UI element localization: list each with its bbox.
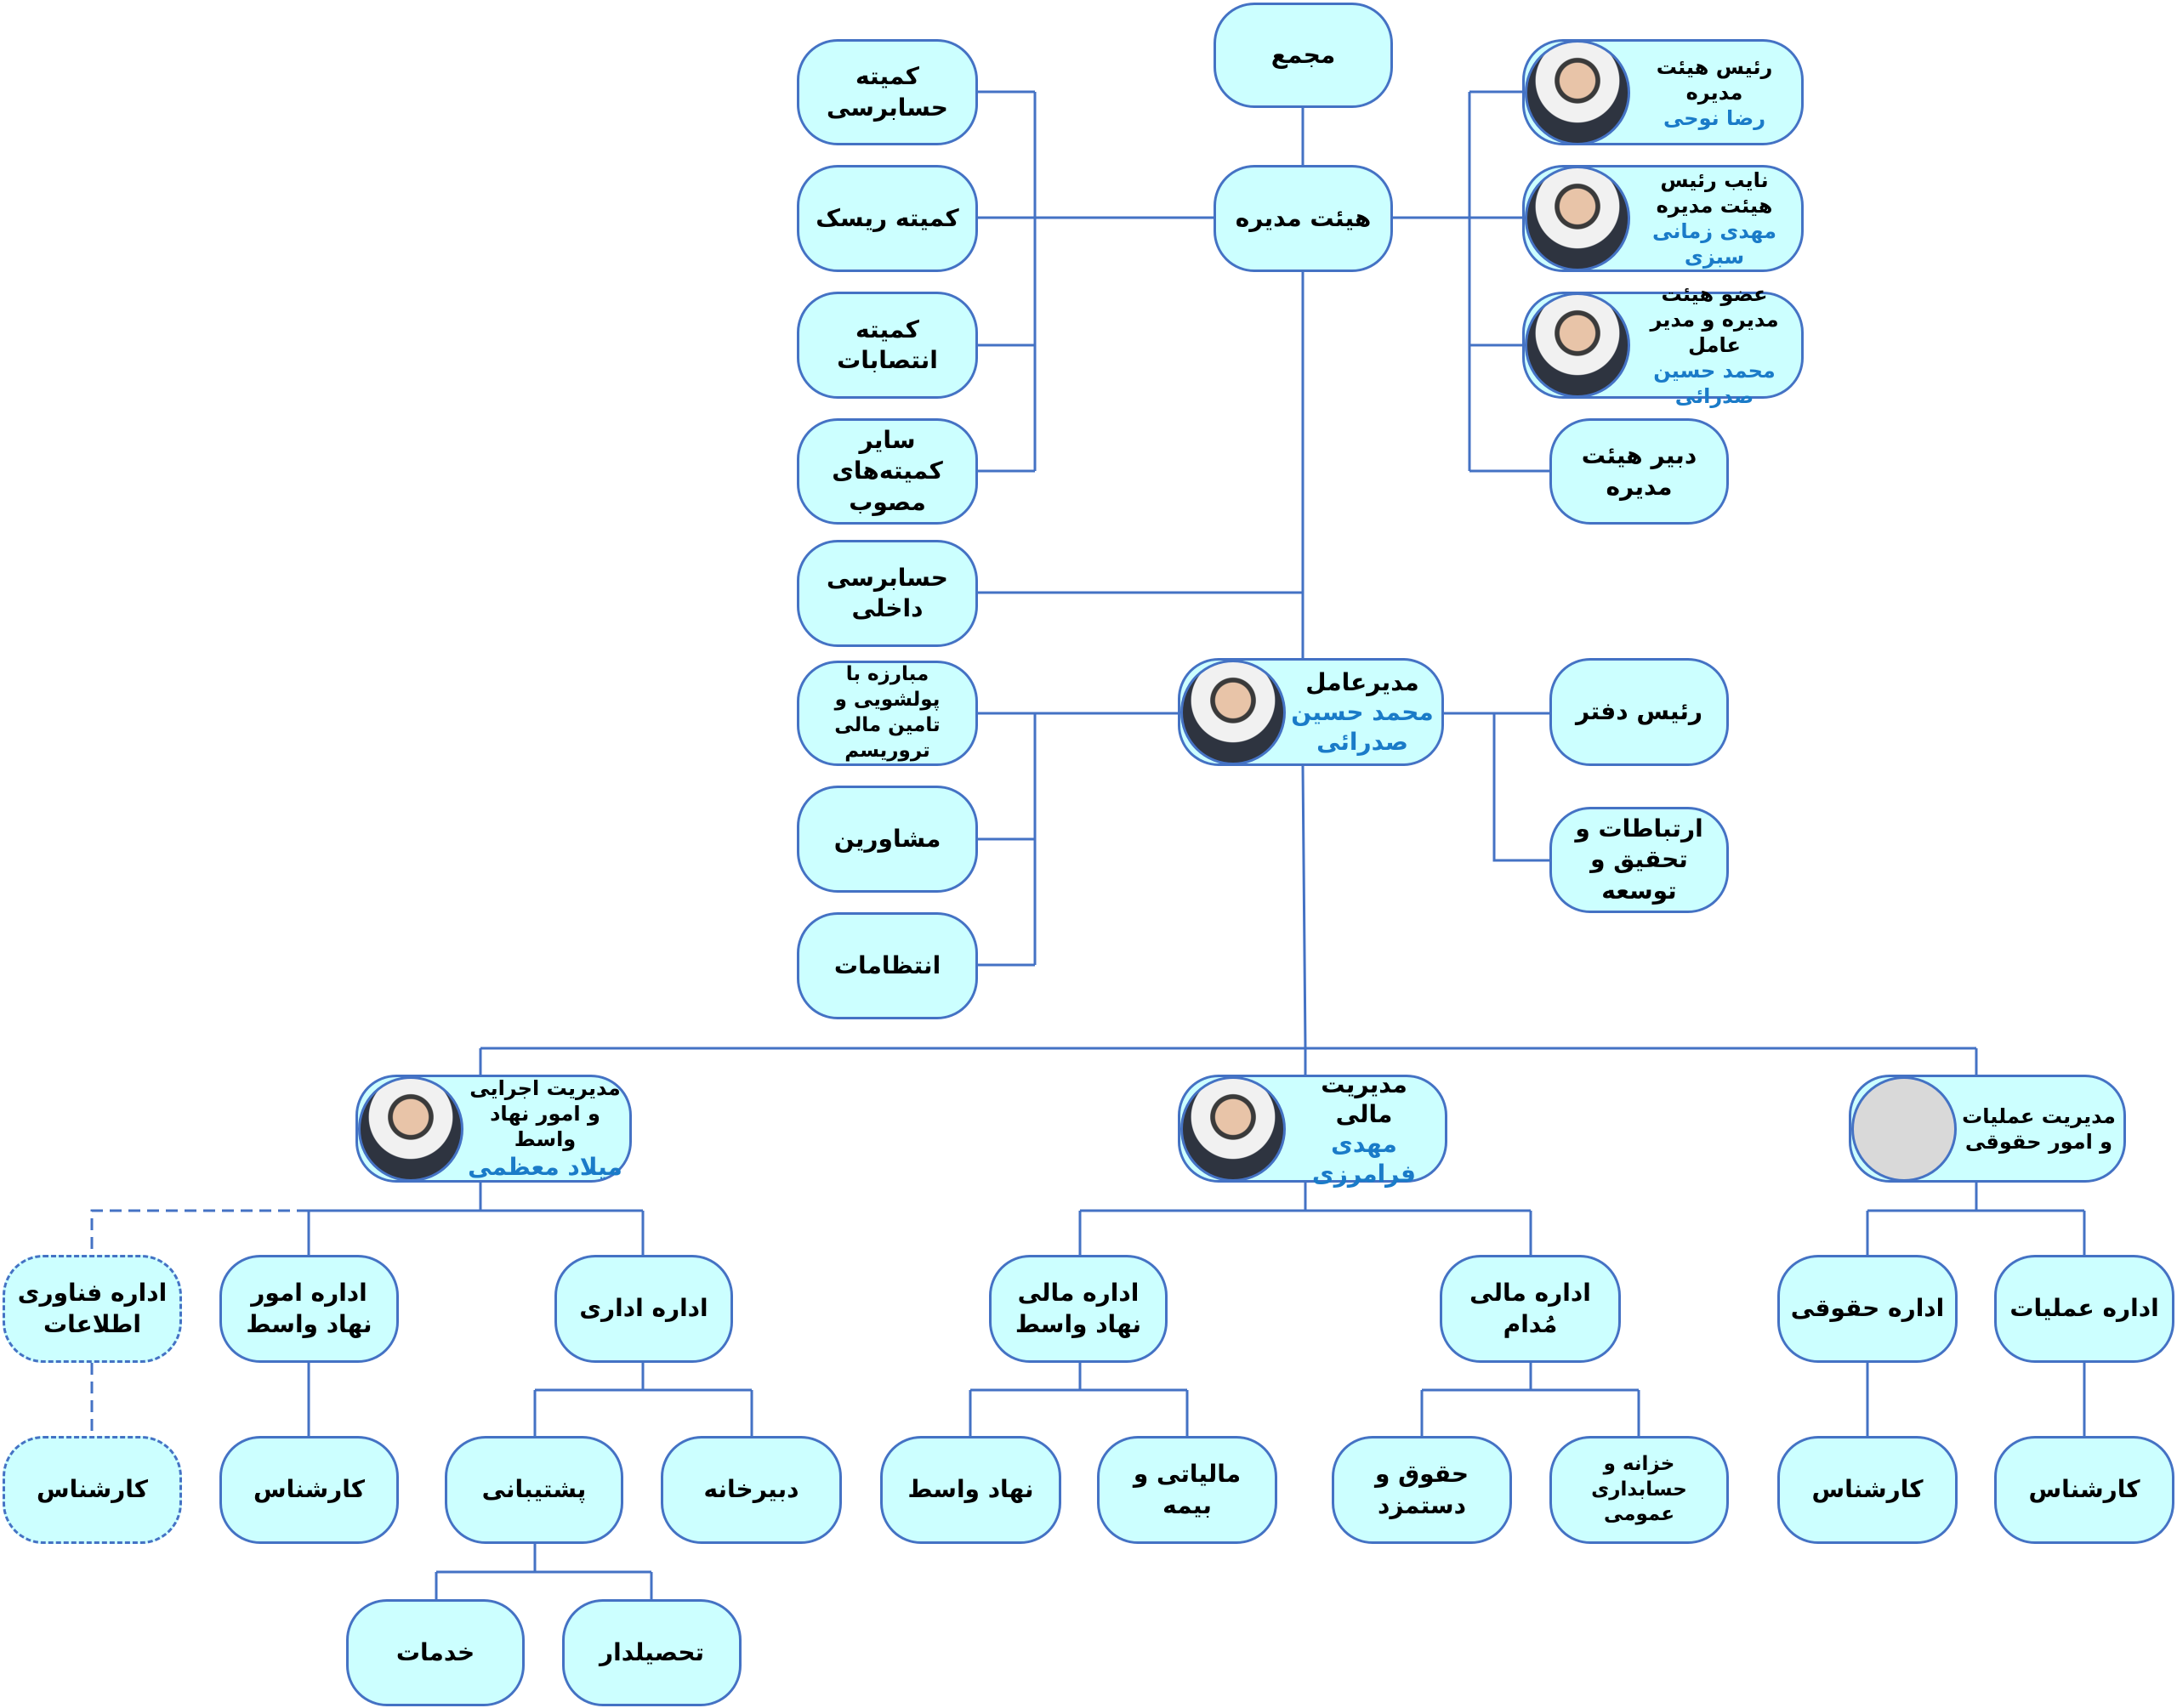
collector-box[interactable]: تحصیلدار: [562, 1599, 742, 1706]
avatar-placeholder: [1851, 1075, 1957, 1182]
treasury-box[interactable]: خزانه و حسابداری عمومی: [1549, 1436, 1729, 1544]
appointments-committee-label: کمیته انتصابات: [837, 315, 938, 374]
rnd-label: ارتباطات و تحقیق و توسعه: [1575, 814, 1703, 905]
admin-office-box[interactable]: اداره اداری: [554, 1255, 733, 1363]
spv-expert-box[interactable]: کارشناس: [219, 1436, 399, 1544]
discipline-label: انتظامات: [833, 950, 941, 979]
spv-finance-office-box[interactable]: اداره مالی نهاد واسط: [989, 1255, 1168, 1363]
board-secretary-box[interactable]: دبیر هیئت مدیره: [1549, 418, 1729, 525]
legal-office-box[interactable]: اداره حقوقی: [1777, 1255, 1958, 1363]
avatar: [1525, 292, 1630, 398]
it-expert-label: کارشناس: [36, 1475, 149, 1504]
support-label: پشتیبانی: [481, 1475, 587, 1504]
spv-affairs-office-box[interactable]: اداره امور نهاد واسط: [219, 1255, 399, 1363]
exec-name: میلاد معظمی: [468, 1153, 622, 1181]
tax-insurance-box[interactable]: مالیاتی و بیمه: [1097, 1436, 1277, 1544]
assembly-box[interactable]: مجمع: [1214, 3, 1393, 108]
board-chair-title: رئیس هیئت مدیره: [1656, 54, 1773, 105]
legal-expert-label: کارشناس: [1811, 1475, 1924, 1504]
avatar: [1525, 166, 1630, 271]
it-expert-box[interactable]: کارشناس: [3, 1436, 182, 1544]
spv-affairs-label: اداره امور نهاد واسط: [246, 1279, 372, 1338]
collector-label: تحصیلدار: [599, 1637, 705, 1666]
audit-committee-label: کمیته حسابرسی: [827, 62, 948, 122]
risk-committee-box[interactable]: کمیته ریسک: [797, 165, 978, 272]
spv-finance-label: اداره مالی نهاد واسط: [1015, 1279, 1142, 1338]
services-box[interactable]: خدمات: [346, 1599, 525, 1706]
aml-box[interactable]: مبارزه با پولشویی و تامین مالی تروریسم: [797, 661, 978, 766]
other-committees-box[interactable]: سایر کمیته‌های مصوب: [797, 418, 978, 525]
board-vice-title: نایب رئیس هیئت مدیره: [1656, 168, 1773, 218]
operations-expert-label: کارشناس: [2028, 1475, 2140, 1504]
audit-committee-box[interactable]: کمیته حسابرسی: [797, 39, 978, 145]
operations-office-label: اداره عملیات: [2009, 1294, 2159, 1323]
discipline-box[interactable]: انتظامات: [797, 912, 978, 1019]
secretariat-box[interactable]: دبیرخانه: [661, 1436, 842, 1544]
it-office-label: اداره فناوری اطلاعات: [17, 1279, 168, 1338]
board-label: هیئت مدیره: [1235, 203, 1372, 232]
it-office-box[interactable]: اداره فناوری اطلاعات: [3, 1255, 182, 1363]
ops-manager-box[interactable]: مدیریت عملیات و امور حقوقی: [1849, 1075, 2126, 1183]
board-member-name: محمد حسین صدرائی: [1653, 359, 1776, 408]
payroll-label: حقوق و دستمزد: [1374, 1460, 1469, 1519]
payroll-box[interactable]: حقوق و دستمزد: [1332, 1436, 1512, 1544]
avatar: [1525, 39, 1630, 145]
madam-finance-label: اداره مالی مُدام: [1469, 1279, 1591, 1338]
legal-expert-box[interactable]: کارشناس: [1777, 1436, 1958, 1544]
board-member-title: عضو هیئت مدیره و مدیر عامل: [1650, 282, 1779, 357]
madam-finance-office-box[interactable]: اداره مالی مُدام: [1440, 1255, 1621, 1363]
services-label: خدمات: [395, 1637, 475, 1666]
finance-name: مهدی فرامرزی: [1312, 1129, 1416, 1188]
legal-office-label: اداره حقوقی: [1790, 1294, 1945, 1323]
rnd-box[interactable]: ارتباطات و تحقیق و توسعه: [1549, 807, 1729, 913]
avatar: [1180, 1075, 1286, 1182]
avatar: [358, 1075, 463, 1182]
office-head-box[interactable]: رئیس دفتر: [1549, 658, 1729, 766]
internal-audit-box[interactable]: حسابرسی داخلی: [797, 540, 978, 647]
internal-audit-label: حسابرسی داخلی: [827, 563, 948, 622]
board-box[interactable]: هیئت مدیره: [1214, 165, 1393, 272]
operations-office-box[interactable]: اداره عملیات: [1994, 1255, 2174, 1363]
treasury-label: خزانه و حسابداری عمومی: [1591, 1452, 1687, 1526]
other-committees-label: سایر کمیته‌های مصوب: [832, 425, 943, 516]
spv-expert-label: کارشناس: [253, 1475, 366, 1504]
tax-insurance-label: مالیاتی و بیمه: [1133, 1460, 1242, 1519]
admin-office-label: اداره اداری: [579, 1294, 708, 1323]
ceo-name: محمد حسین صدرائی: [1291, 698, 1434, 756]
spv-box[interactable]: نهاد واسط: [880, 1436, 1061, 1544]
exec-title: مدیریت اجرایی و امور نهاد واسط: [469, 1076, 621, 1151]
aml-label: مبارزه با پولشویی و تامین مالی تروریسم: [834, 663, 941, 762]
board-vice-name: مهدی زمانی سبزی: [1652, 219, 1776, 269]
support-box[interactable]: پشتیبانی: [445, 1436, 623, 1544]
secretariat-label: دبیرخانه: [703, 1475, 799, 1504]
board-secretary-label: دبیر هیئت مدیره: [1581, 441, 1697, 501]
spv-label: نهاد واسط: [907, 1475, 1034, 1504]
advisors-box[interactable]: مشاورین: [797, 786, 978, 893]
operations-expert-box[interactable]: کارشناس: [1994, 1436, 2174, 1544]
ceo-title: مدیرعامل: [1305, 668, 1419, 696]
finance-title: مدیریت مالی: [1321, 1070, 1407, 1128]
board-chair-name: رضا نوحی: [1663, 105, 1766, 130]
avatar: [1180, 659, 1286, 765]
office-head-label: رئیس دفتر: [1576, 697, 1702, 726]
appointments-committee-box[interactable]: کمیته انتصابات: [797, 292, 978, 399]
advisors-label: مشاورین: [833, 824, 941, 853]
ops-title: مدیریت عملیات و امور حقوقی: [1962, 1104, 2116, 1154]
risk-committee-label: کمیته ریسک: [816, 203, 959, 232]
assembly-label: مجمع: [1270, 40, 1336, 69]
